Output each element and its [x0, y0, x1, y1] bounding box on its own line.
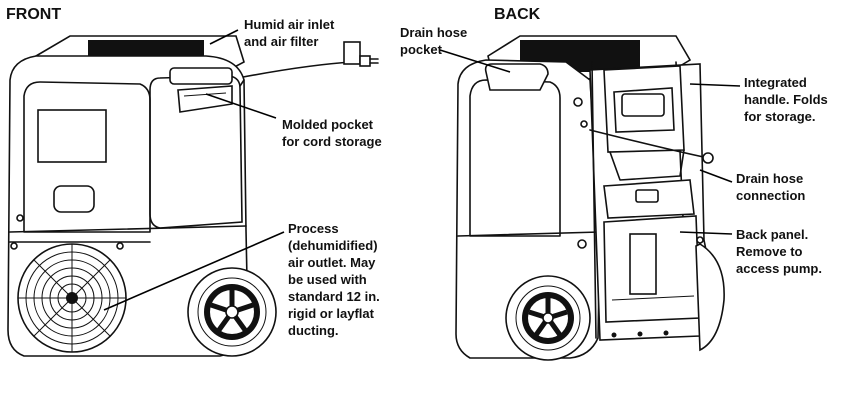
back-unit-drawing: [455, 35, 725, 361]
drain-hose-fitting: [702, 152, 714, 164]
front-handle-grip: [53, 185, 95, 213]
handle-grip-window: [621, 93, 665, 117]
callout-humid-air-inlet: Humid air inlet and air filter: [244, 17, 335, 49]
back-side-face: [469, 79, 561, 237]
plug-body: [359, 55, 371, 67]
callout-process-air-outlet: Process (dehumidified) air outlet. May b…: [288, 221, 380, 338]
front-view-title: FRONT: [6, 6, 62, 23]
front-display-window: [37, 109, 107, 163]
front-unit-drawing: [7, 35, 379, 357]
front-face: [23, 81, 151, 233]
back-panel-window: [629, 233, 657, 295]
cord-tag: [343, 41, 361, 65]
callout-drain-hose-connection: Drain hose connection: [736, 171, 806, 203]
callout-integrated-handle: Integrated handle. Folds for storage.: [744, 75, 828, 124]
back-view-title: BACK: [494, 6, 541, 23]
power-cord: [237, 61, 353, 79]
molded-pocket: [177, 85, 233, 113]
drain-hose: [589, 129, 709, 159]
callout-drain-hose-pocket: Drain hose pocket: [400, 25, 468, 57]
callout-molded-pocket: Molded pocket for cord storage: [282, 117, 382, 149]
drain-hose-pocket: [484, 63, 549, 91]
front-side-panel: [149, 75, 243, 229]
back-wheel-right: [695, 243, 725, 352]
callout-back-panel: Back panel. Remove to access pump.: [736, 227, 822, 276]
callout-leaders: [103, 29, 741, 311]
